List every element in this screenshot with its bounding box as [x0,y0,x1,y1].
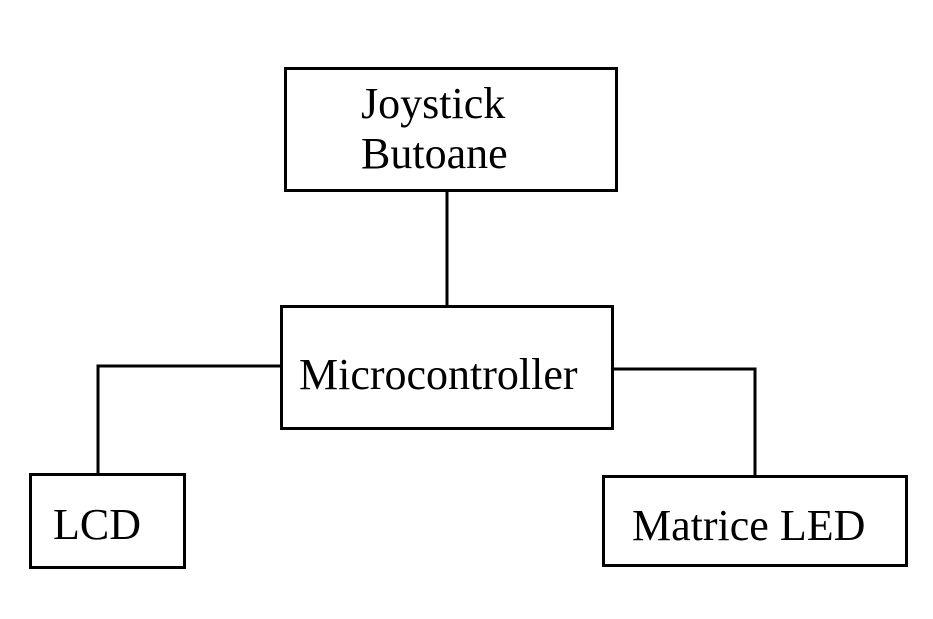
input-devices-box: Joystick Butoane [284,67,618,192]
lcd-label: LCD [53,500,141,549]
microcontroller-label: Microcontroller [299,350,578,399]
led-matrix-label: Matrice LED [632,501,866,550]
buttons-label: Butoane [361,129,508,178]
wire-microcontroller-to-lcd [96,364,281,474]
microcontroller-box: Microcontroller [280,305,614,430]
wire-microcontroller-to-led-matrix [613,367,757,476]
joystick-label: Joystick [361,79,506,128]
led-matrix-box: Matrice LED [602,475,908,567]
lcd-box: LCD [29,473,186,569]
